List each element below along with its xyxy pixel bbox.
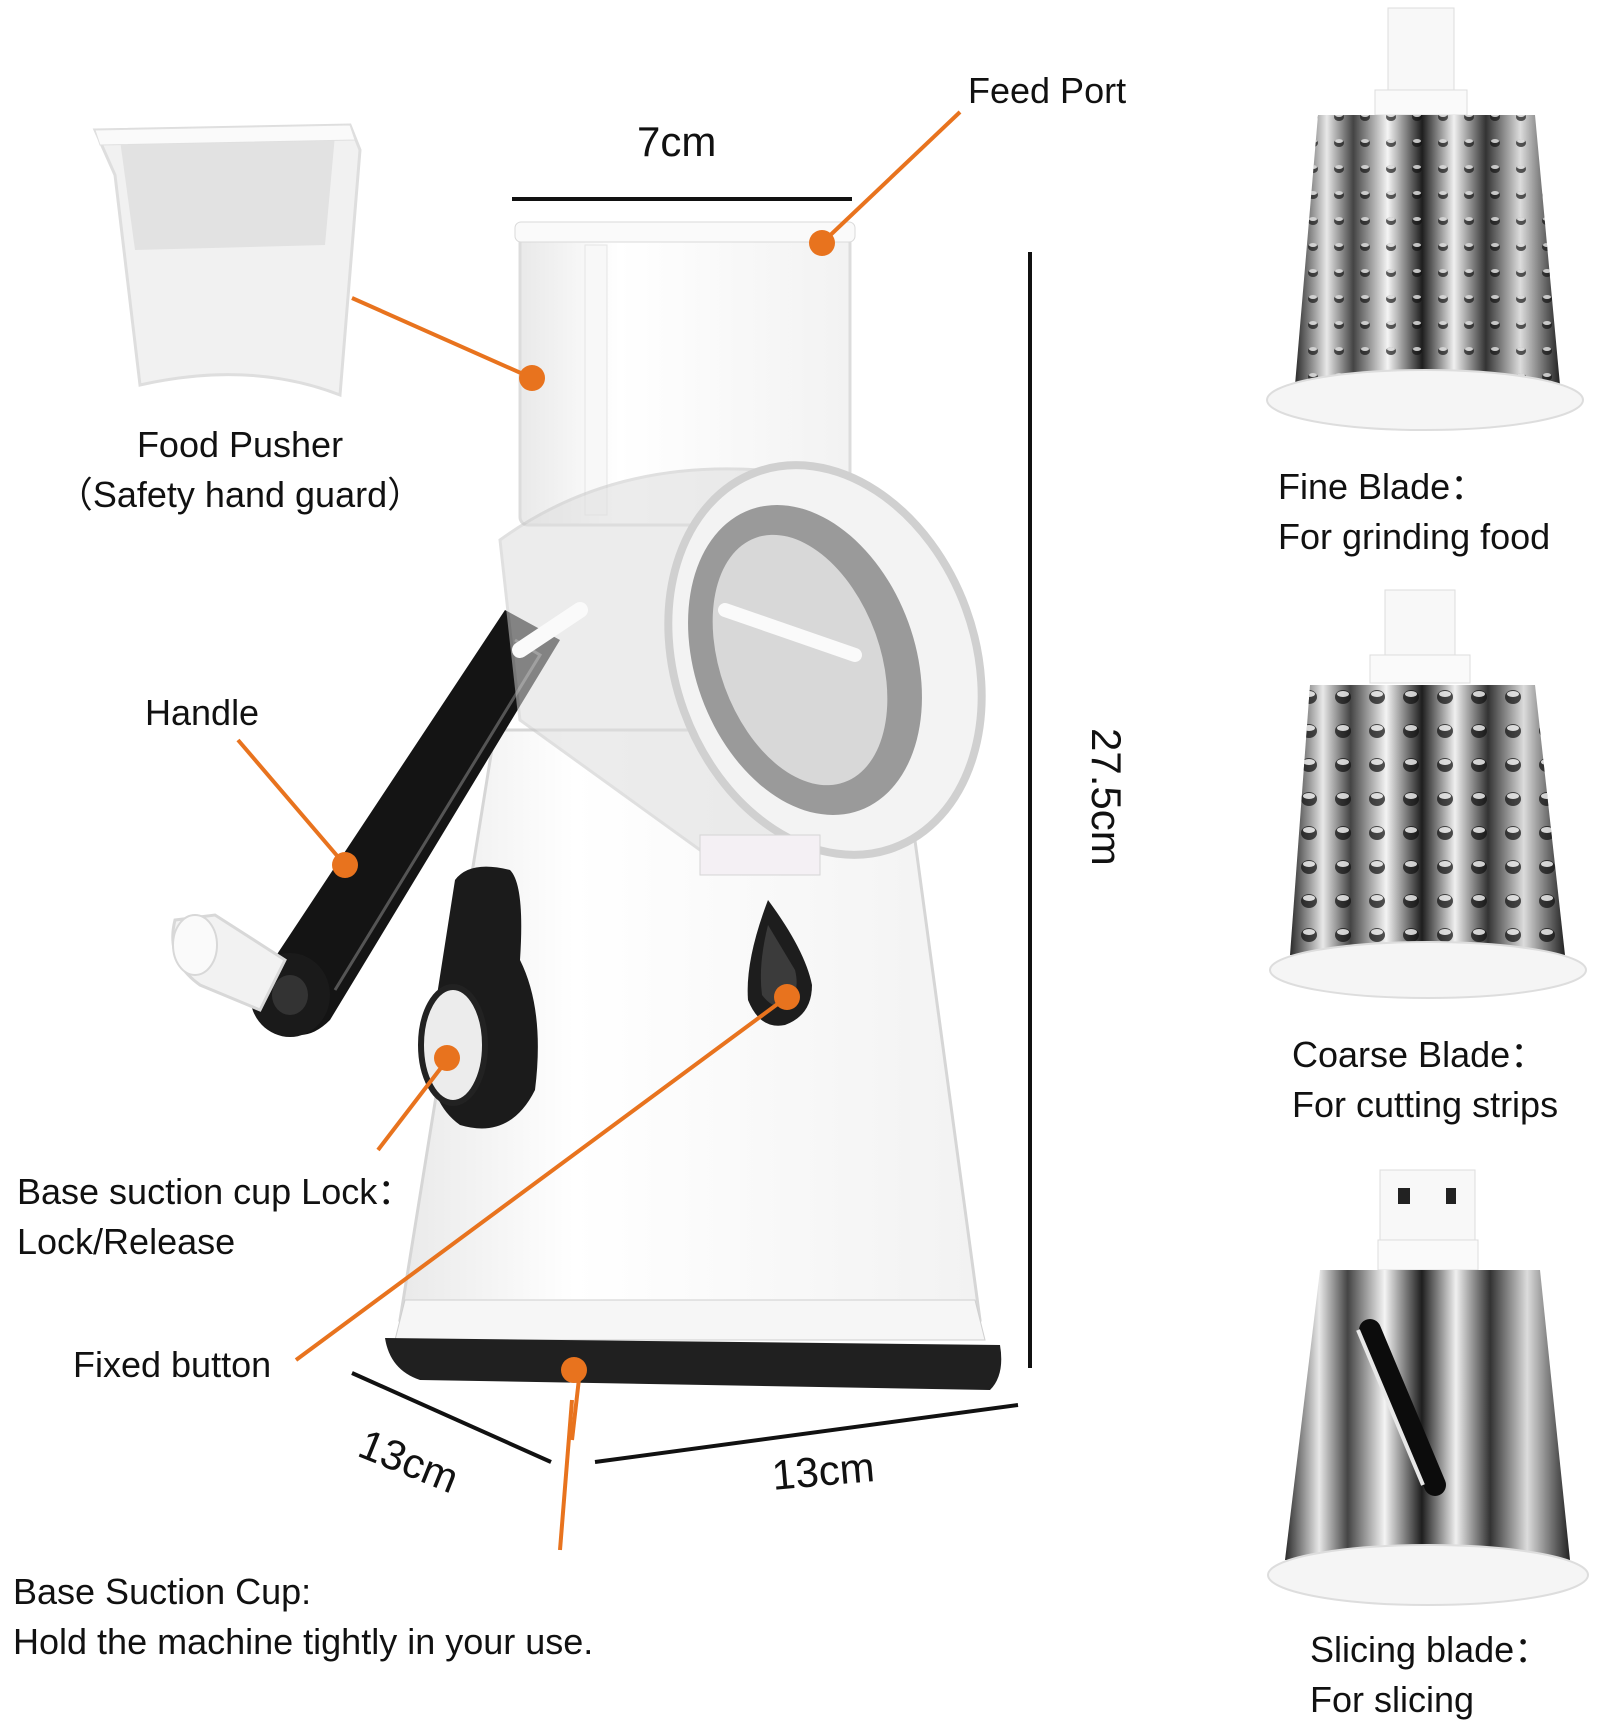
dimension-lines: [351, 197, 1032, 1464]
label-fine-blade: Fine Blade： For grinding food: [1278, 466, 1551, 557]
feed-chute-image: [514, 221, 856, 527]
label-handle: Handle: [145, 692, 260, 733]
suction-lock-knob-image: [418, 866, 538, 1129]
label-suction-lock: Base suction cup Lock： Lock/Release: [17, 1171, 414, 1262]
dimension-base-width: 13cm: [770, 1443, 877, 1499]
coarse-blade-image: [1269, 589, 1587, 999]
callout-dots: [332, 230, 835, 1383]
label-suction-cup: Base Suction Cup: Hold the machine tight…: [13, 1571, 594, 1662]
fine-blade-image: [1266, 7, 1584, 431]
base-body-image: [385, 728, 1002, 1390]
slicing-blade-image: [1267, 1169, 1589, 1606]
callout-leaders: [236, 110, 962, 1551]
grating-drum-image: [498, 461, 986, 876]
label-slicing-blade: Slicing blade： For slicing: [1310, 1629, 1551, 1720]
label-feed-port: Feed Port: [968, 70, 1127, 111]
label-coarse-blade: Coarse Blade： For cutting strips: [1292, 1034, 1559, 1125]
label-food-pusher: Food Pusher （Safety hand guard）: [56, 424, 424, 515]
label-fixed-button: Fixed button: [73, 1344, 272, 1385]
dimension-height: 27.5cm: [1083, 728, 1130, 866]
dimension-top-width: 7cm: [637, 118, 717, 165]
food-pusher-image: [92, 123, 362, 398]
